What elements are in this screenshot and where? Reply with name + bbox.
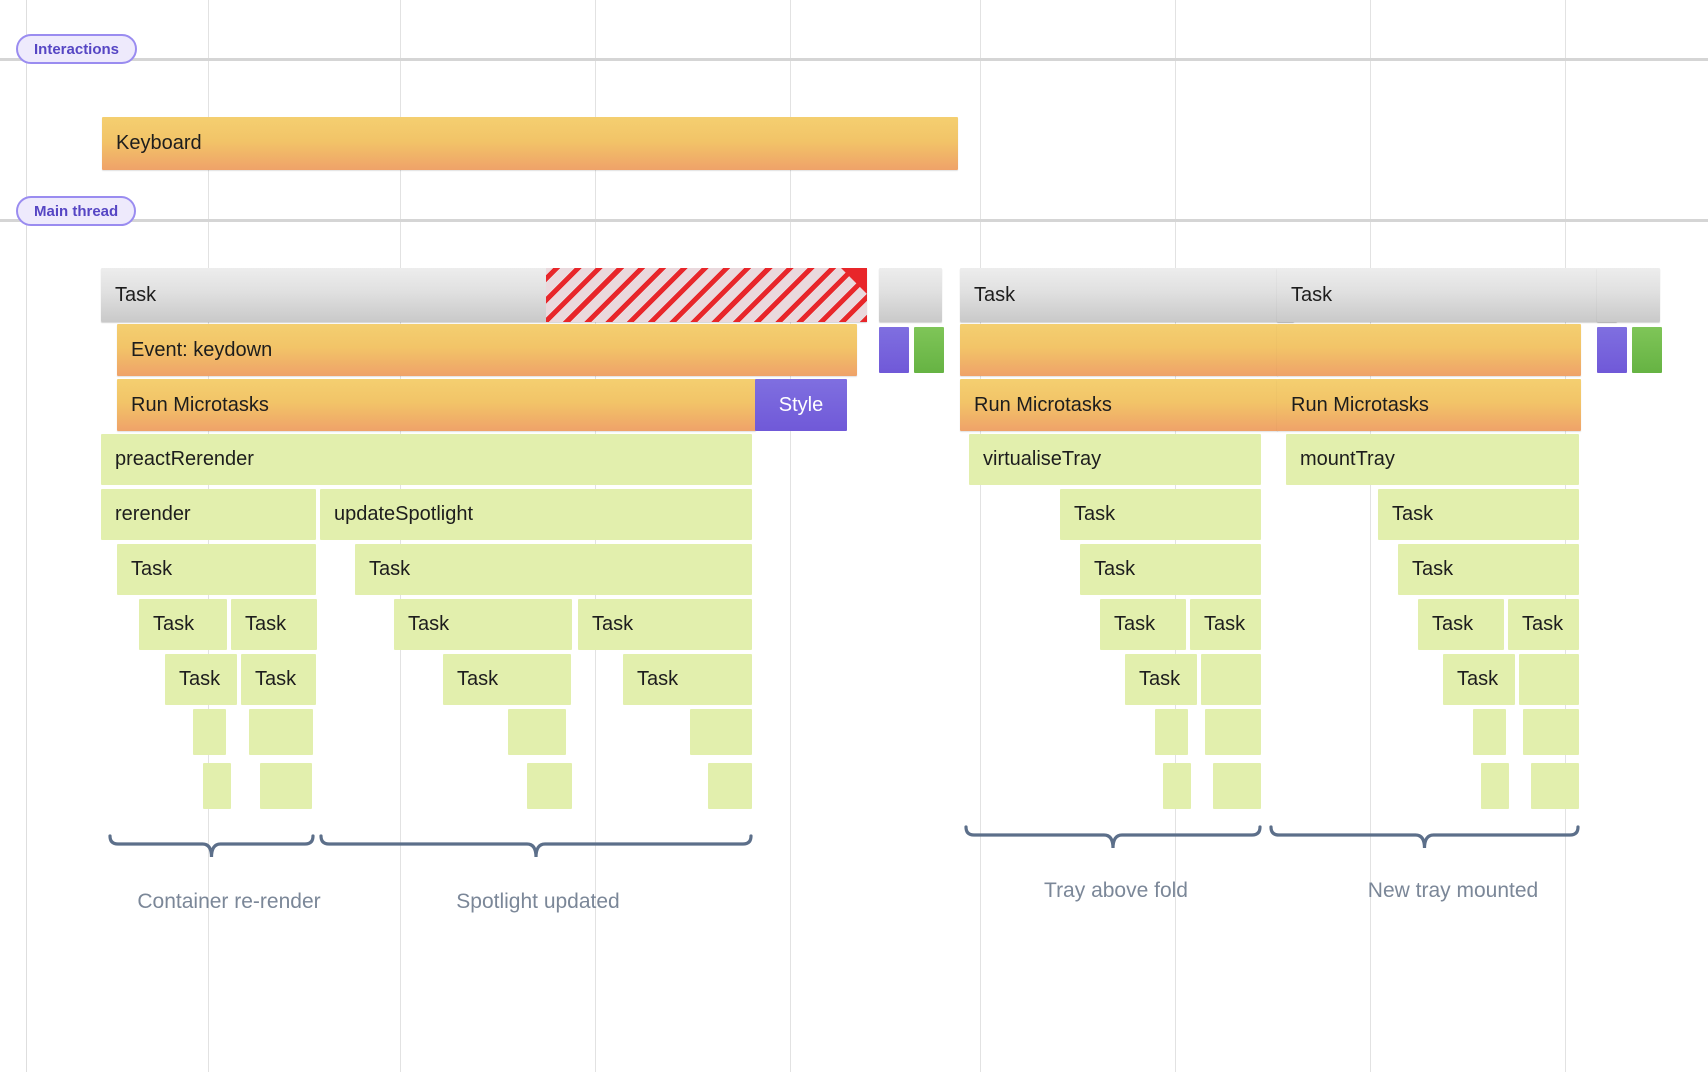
- task-bar[interactable]: [203, 763, 231, 809]
- long-task-hatch[interactable]: [546, 268, 867, 322]
- task-bar[interactable]: Task: [165, 654, 237, 705]
- chip-purple[interactable]: [1597, 327, 1627, 373]
- task-bar[interactable]: Task: [578, 599, 752, 650]
- annotation-spotlight-updated-brace: [319, 834, 753, 859]
- task-bar[interactable]: Task: [1508, 599, 1579, 650]
- annotation-new-tray-mounted-brace: [1269, 825, 1580, 850]
- task-bar[interactable]: [249, 709, 313, 755]
- gridline-6: [1370, 0, 1371, 1072]
- task-bar[interactable]: [879, 268, 942, 322]
- task-bar[interactable]: Task: [231, 599, 317, 650]
- task-bar[interactable]: Task: [355, 544, 752, 595]
- event-keydown-bar[interactable]: Event: keydown: [117, 324, 857, 376]
- task-bar[interactable]: Task: [1060, 489, 1261, 540]
- mount-tray-bar[interactable]: mountTray: [1286, 434, 1579, 485]
- task-bar[interactable]: Task: [623, 654, 752, 705]
- chip-green[interactable]: [914, 327, 944, 373]
- run-microtasks-bar[interactable]: Run Microtasks: [960, 379, 1278, 431]
- rerender-bar[interactable]: rerender: [101, 489, 316, 540]
- task-bar[interactable]: Task: [1378, 489, 1579, 540]
- task-bar[interactable]: [1481, 763, 1509, 809]
- track-pill-interactions[interactable]: Interactions: [16, 34, 138, 64]
- annotation-container-rerender-label: Container re-render: [137, 890, 321, 913]
- chip-purple[interactable]: [879, 327, 909, 373]
- annotation-container-rerender-brace: [108, 834, 315, 859]
- task-bar[interactable]: Task: [960, 268, 1294, 322]
- task-bar[interactable]: [1523, 709, 1579, 755]
- annotation-spotlight-updated-label: Spotlight updated: [456, 890, 620, 913]
- task-bar[interactable]: [1597, 268, 1660, 322]
- gridline-4: [980, 0, 981, 1072]
- run-microtasks-bar[interactable]: Run Microtasks: [1277, 379, 1581, 431]
- task-bar[interactable]: [1201, 654, 1261, 705]
- task-bar[interactable]: [1205, 709, 1261, 755]
- task-bar[interactable]: [260, 763, 312, 809]
- task-bar[interactable]: Task: [241, 654, 316, 705]
- task-bar[interactable]: Task: [1418, 599, 1504, 650]
- task-bar[interactable]: [1473, 709, 1506, 755]
- task-bar[interactable]: [1519, 654, 1579, 705]
- virtualise-tray-bar[interactable]: virtualiseTray: [969, 434, 1261, 485]
- task-bar[interactable]: [193, 709, 226, 755]
- annotation-tray-above-fold-label: Tray above fold: [1044, 879, 1188, 902]
- keyboard-interaction[interactable]: Keyboard: [102, 117, 958, 170]
- task-bar[interactable]: Task: [1277, 268, 1617, 322]
- preact-rerender-bar[interactable]: preactRerender: [101, 434, 752, 485]
- task-bar[interactable]: [1213, 763, 1261, 809]
- chip-green[interactable]: [1632, 327, 1662, 373]
- task-bar[interactable]: [690, 709, 752, 755]
- style-bar[interactable]: Style: [755, 379, 847, 431]
- task-bar[interactable]: Task: [1443, 654, 1515, 705]
- task-bar[interactable]: [1155, 709, 1188, 755]
- event-bar[interactable]: [1277, 324, 1581, 376]
- event-bar[interactable]: [960, 324, 1278, 376]
- track-pill-main-thread[interactable]: Main thread: [16, 196, 137, 226]
- task-bar[interactable]: [708, 763, 752, 809]
- task-bar[interactable]: Task: [443, 654, 571, 705]
- task-bar[interactable]: [1531, 763, 1579, 809]
- left-rail: [26, 0, 27, 1072]
- gridline-3: [790, 0, 791, 1072]
- task-bar[interactable]: [527, 763, 572, 809]
- task-bar[interactable]: Task: [139, 599, 227, 650]
- track-separator-main-thread: [0, 219, 1708, 222]
- task-bar[interactable]: Task: [1080, 544, 1261, 595]
- task-bar[interactable]: Task: [394, 599, 572, 650]
- annotation-tray-above-fold-brace: [964, 825, 1262, 850]
- task-bar[interactable]: Task: [117, 544, 316, 595]
- task-bar[interactable]: Task: [1100, 599, 1186, 650]
- run-microtasks-bar[interactable]: Run Microtasks: [117, 379, 756, 431]
- annotation-new-tray-mounted-label: New tray mounted: [1367, 879, 1539, 902]
- update-spotlight-bar[interactable]: updateSpotlight: [320, 489, 752, 540]
- task-bar[interactable]: Task: [1125, 654, 1197, 705]
- task-bar[interactable]: [1163, 763, 1191, 809]
- track-separator-interactions: [0, 58, 1708, 61]
- task-bar[interactable]: [508, 709, 566, 755]
- task-bar[interactable]: Task: [1398, 544, 1579, 595]
- task-bar[interactable]: Task: [1190, 599, 1261, 650]
